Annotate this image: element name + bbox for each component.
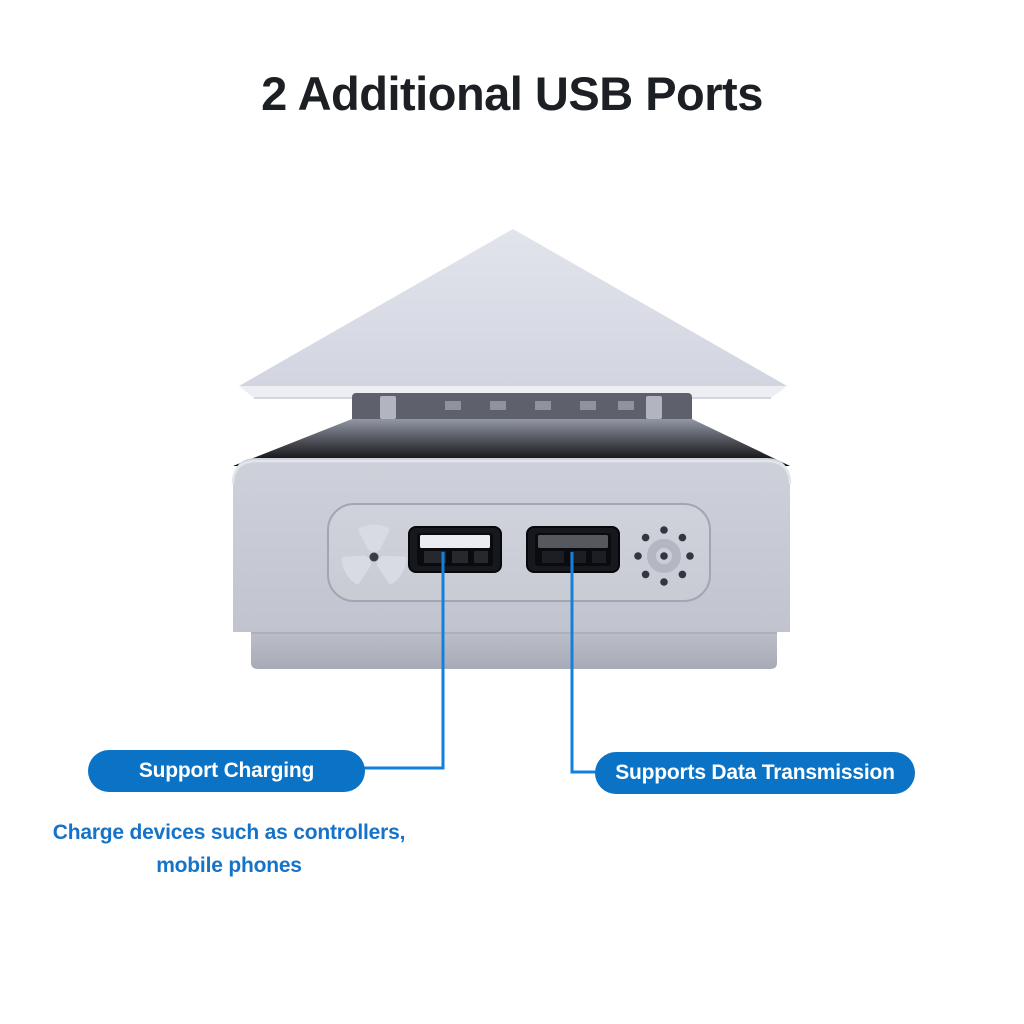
leader-line-right xyxy=(570,552,596,774)
leader-line-left xyxy=(364,552,445,770)
dotted-indicator-icon xyxy=(634,526,694,586)
charging-description-line2: mobile phones xyxy=(156,854,302,877)
cover-slot xyxy=(352,393,692,422)
callout-pill-data-label: Supports Data Transmission xyxy=(615,761,895,784)
pyramid-cover xyxy=(239,229,787,399)
usb-port-left xyxy=(408,526,502,573)
base-unit xyxy=(231,419,792,669)
callout-pill-charging: Support Charging xyxy=(88,750,365,792)
usb-port-right xyxy=(526,526,620,573)
charging-description: Charge devices such as controllers, mobi… xyxy=(29,816,429,882)
charging-description-line1: Charge devices such as controllers, xyxy=(52,821,406,844)
callout-pill-charging-label: Support Charging xyxy=(138,759,315,782)
callout-pill-data: Supports Data Transmission xyxy=(595,752,915,794)
page-title: 2 Additional USB Ports xyxy=(261,67,763,120)
trefoil-vent-icon xyxy=(341,524,407,585)
